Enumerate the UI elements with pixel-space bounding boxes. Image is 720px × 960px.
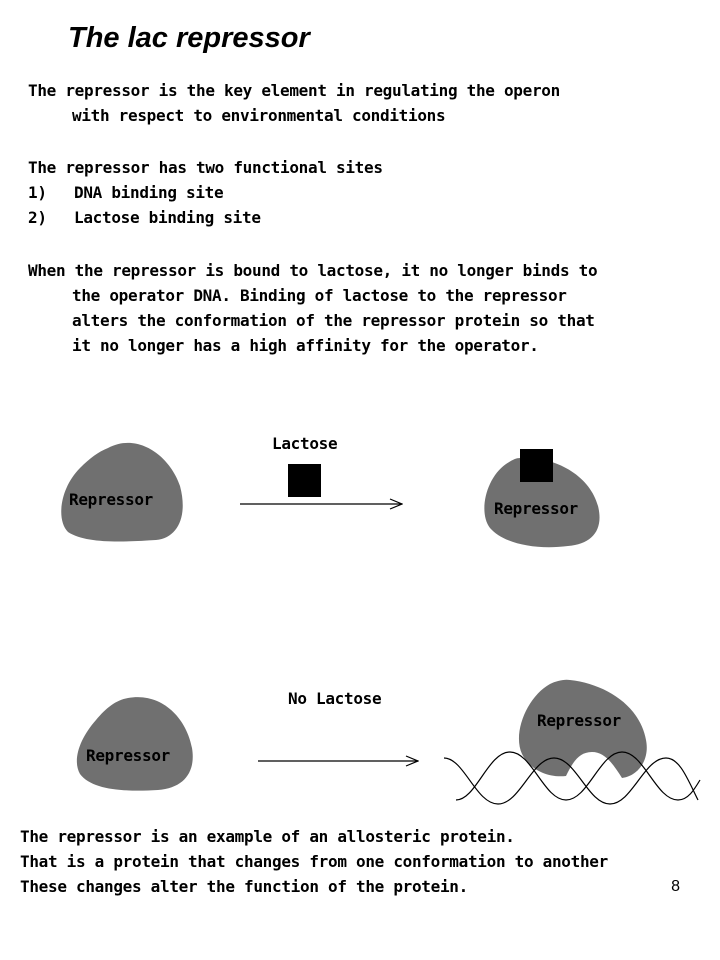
lactose-label: Lactose [272, 434, 337, 453]
footer-line: These changes alter the function of the … [20, 877, 468, 896]
footer-line: The repressor is an example of an allost… [20, 827, 515, 846]
slide-title: The lac repressor [68, 22, 310, 54]
list-item-number: 1) [28, 183, 47, 202]
lactose-molecule-bound [520, 449, 553, 482]
list-item: 1) DNA binding site [28, 180, 383, 205]
lactose-molecule [288, 464, 321, 497]
intro-line: with respect to environmental conditions [72, 106, 446, 125]
binding-line: alters the conformation of the repressor… [72, 311, 595, 330]
binding-line: the operator DNA. Binding of lactose to … [72, 286, 567, 305]
intro-line: The repressor is the key element in regu… [28, 81, 560, 100]
no-lactose-label: No Lactose [288, 689, 381, 708]
repressor-shape-free [76, 697, 193, 791]
binding-line: it no longer has a high affinity for the… [72, 336, 539, 355]
intro-paragraph: The repressor is the key element in regu… [28, 78, 560, 128]
repressor-label: Repressor [86, 746, 170, 765]
binding-paragraph: When the repressor is bound to lactose, … [28, 258, 598, 358]
functional-sites-heading: The repressor has two functional sites [28, 158, 383, 177]
repressor-label: Repressor [69, 490, 153, 509]
repressor-label: Repressor [537, 711, 621, 730]
binding-line: When the repressor is bound to lactose, … [28, 261, 598, 280]
footer-line: That is a protein that changes from one … [20, 852, 608, 871]
functional-sites-paragraph: The repressor has two functional sites 1… [28, 155, 383, 230]
footer-paragraph: The repressor is an example of an allost… [20, 824, 608, 899]
list-item-label: DNA binding site [74, 183, 224, 202]
list-item: 2) Lactose binding site [28, 205, 383, 230]
repressor-label: Repressor [494, 499, 578, 518]
repressor-shape-free [61, 442, 183, 542]
list-item-label: Lactose binding site [74, 208, 261, 227]
page-number: 8 [671, 878, 680, 895]
repressor-shape-lactose-bound [484, 457, 600, 548]
list-item-number: 2) [28, 208, 47, 227]
operator-dna-helix [443, 751, 701, 805]
